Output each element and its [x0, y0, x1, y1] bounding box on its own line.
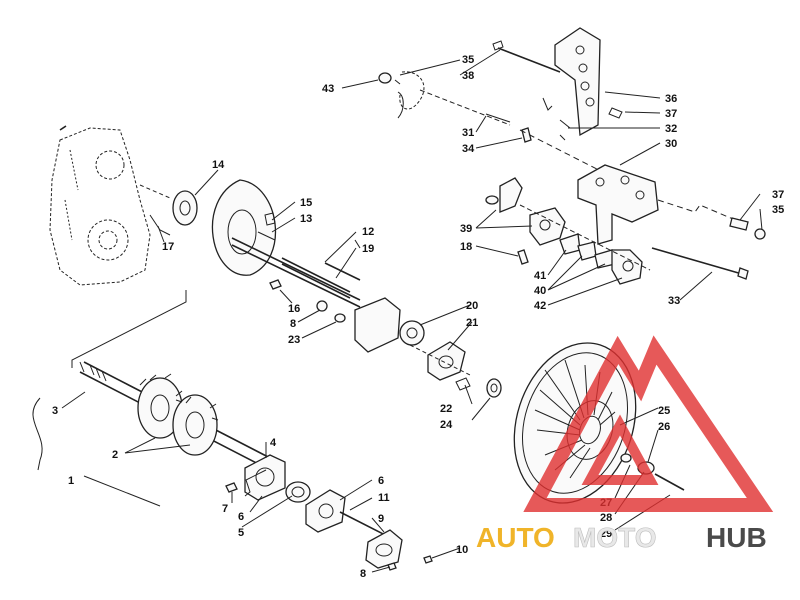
- label-26: 26: [658, 421, 670, 433]
- label-30: 30: [665, 138, 677, 150]
- label-19: 19: [362, 243, 374, 255]
- label-1: 1: [68, 475, 74, 487]
- leader-lines: [61, 49, 763, 573]
- caliper-bracket: [577, 164, 766, 280]
- label-16: 16: [288, 303, 300, 315]
- label-25: 25: [658, 405, 670, 417]
- watermark-moto: MOTO: [573, 522, 656, 553]
- automotohub-watermark: AUTO MOTO HUB: [476, 335, 774, 553]
- lower-bearing-parts: [225, 454, 433, 571]
- drive-shaft-assembly: [79, 361, 275, 471]
- label-22: 22: [440, 403, 452, 415]
- label-32: 32: [665, 123, 677, 135]
- label-13: 13: [300, 213, 312, 225]
- label-36: 36: [665, 93, 677, 105]
- label-35-right: 35: [772, 204, 784, 216]
- brake-disc-assembly: [139, 179, 361, 323]
- label-38: 38: [462, 70, 474, 82]
- label-10: 10: [456, 544, 468, 556]
- watermark-hub: HUB: [706, 522, 767, 553]
- label-37-right: 37: [772, 189, 784, 201]
- watermark-triangle-icon: [523, 335, 774, 512]
- label-18: 18: [460, 241, 472, 253]
- chaincase-housing: [49, 125, 151, 286]
- label-7: 7: [222, 503, 228, 515]
- label-14: 14: [212, 159, 225, 171]
- label-8-upper: 8: [290, 318, 296, 330]
- label-39: 39: [460, 223, 472, 235]
- label-6-right: 6: [378, 475, 384, 487]
- label-5: 5: [238, 527, 244, 539]
- label-43: 43: [322, 83, 334, 95]
- label-23: 23: [288, 334, 300, 346]
- label-24: 24: [440, 419, 453, 431]
- label-12: 12: [362, 226, 374, 238]
- label-37-upper: 37: [665, 108, 677, 120]
- label-8-lower: 8: [360, 568, 366, 580]
- caliper-pads: [485, 177, 651, 285]
- label-28: 28: [600, 512, 612, 524]
- label-29: 29: [600, 528, 612, 540]
- label-6-left: 6: [238, 511, 244, 523]
- label-33: 33: [668, 295, 680, 307]
- callout-labels: 1 2 3 4 5 6 6 7 8 8 9 10 11 12 13 14 15 …: [52, 54, 784, 580]
- label-3: 3: [52, 405, 58, 417]
- label-11: 11: [378, 492, 390, 504]
- label-34: 34: [462, 143, 475, 155]
- label-21: 21: [466, 317, 478, 329]
- label-17: 17: [162, 241, 174, 253]
- upper-mount-bracket: [492, 27, 623, 137]
- label-35-upper: 35: [462, 54, 474, 66]
- label-9: 9: [378, 513, 384, 525]
- label-15: 15: [300, 197, 312, 209]
- support-bracket: [354, 297, 502, 398]
- label-40: 40: [534, 285, 546, 297]
- label-41: 41: [534, 270, 546, 282]
- label-20: 20: [466, 300, 478, 312]
- label-31: 31: [462, 127, 474, 139]
- label-4: 4: [270, 437, 277, 449]
- label-2: 2: [112, 449, 118, 461]
- label-42: 42: [534, 300, 546, 312]
- watermark-auto: AUTO: [476, 522, 555, 553]
